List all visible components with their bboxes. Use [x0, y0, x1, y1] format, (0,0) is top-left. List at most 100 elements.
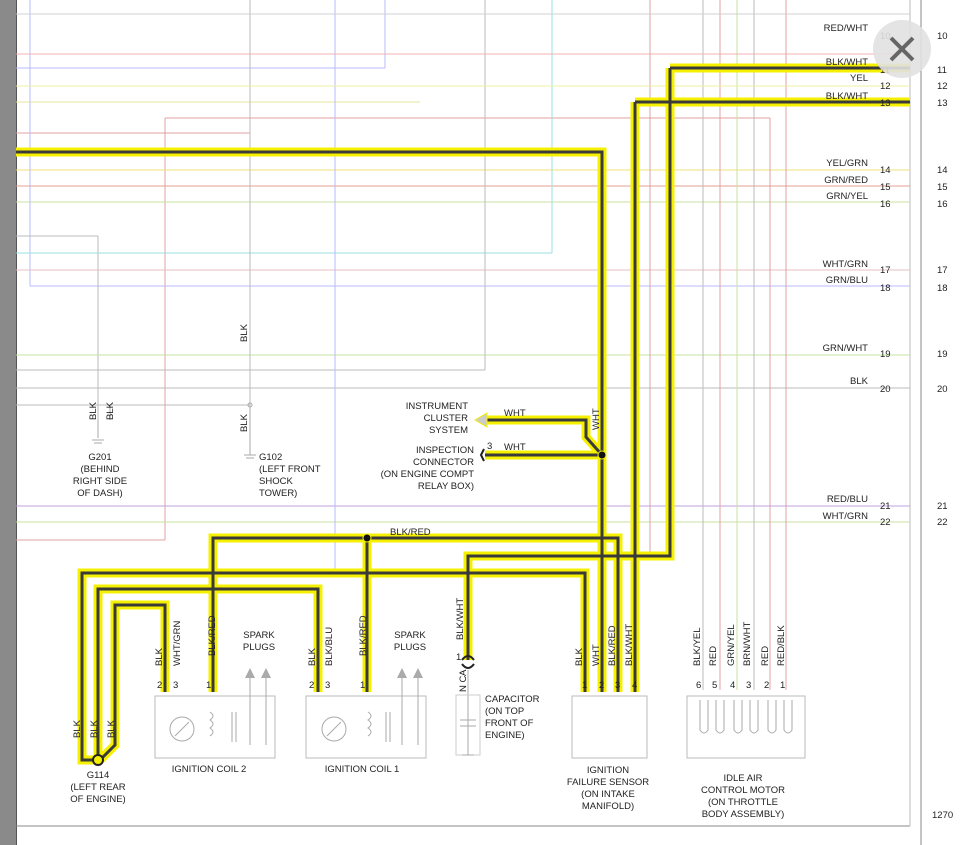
connector-pin-right: 12 [937, 81, 948, 92]
inspection-line4: RELAY BOX) [418, 481, 474, 492]
g201-loc1: (BEHIND [80, 464, 119, 475]
coil1-pin1: 2 [309, 680, 314, 691]
instrument-line2: CLUSTER [424, 413, 468, 424]
connector-pin-right: 13 [937, 98, 948, 109]
g102-wire-top: BLK [239, 323, 250, 342]
inspection-line3: (ON ENGINE COMPT [381, 469, 475, 480]
g114-wire-b: BLK [89, 719, 100, 738]
inspection-vert-wire: WHT [591, 408, 602, 430]
iac-pin: 5 [712, 680, 717, 691]
coil1-wire3: BLK/RED [358, 615, 369, 656]
connector-pin: 15 [880, 182, 891, 193]
iac-line2: CONTROL MOTOR [701, 785, 785, 796]
g201-wire-b: BLK [105, 401, 116, 420]
capacitor-pin: 1 [456, 652, 461, 663]
connector-pin-right: 18 [937, 283, 948, 294]
iac-pin: 3 [746, 680, 751, 691]
coil1-pin2: 3 [325, 680, 330, 691]
ignition-coil-1: BLK BLK/BLU BLK/RED 2 3 1 SPARK PLUGS IG… [305, 615, 427, 775]
connector-pin-right: 19 [937, 349, 948, 360]
wire-color-label: YEL/GRN [826, 158, 868, 169]
iac-pin: 2 [764, 680, 769, 691]
iac-wire-label: BRN/WHT [742, 621, 753, 666]
coil2-label: IGNITION COIL 2 [172, 764, 247, 775]
inspection-line2: CONNECTOR [413, 457, 474, 468]
connector-pin: 16 [880, 199, 891, 210]
connector-pin-right: 16 [937, 199, 948, 210]
wire-color-label: RED/WHT [824, 23, 869, 34]
iac-wire-label: BLK/YEL [692, 627, 703, 666]
ifs-wire-label: BLK/RED [607, 625, 618, 666]
coil1-spark1: SPARK [394, 630, 426, 641]
capacitor-line3: FRONT OF [485, 718, 534, 729]
coil2-pin3: 1 [206, 680, 211, 691]
ground-g114: BLK BLK BLK G114 (LEFT REAR OF ENGINE) [70, 719, 125, 805]
wire-color-label: RED/BLU [827, 494, 868, 505]
connector-pin-right: 14 [937, 165, 948, 176]
connector-pin-right: 11 [937, 65, 947, 76]
coil2-spark1: SPARK [243, 630, 275, 641]
iac-pin: 1 [780, 680, 785, 691]
instrument-line3: SYSTEM [429, 425, 468, 436]
capacitor-pin2: A [458, 669, 469, 676]
instrument-wire: WHT [504, 408, 526, 419]
background-wires [16, 0, 910, 690]
g114-wire-a: BLK [72, 719, 83, 738]
g114-loc2: OF ENGINE) [70, 794, 125, 805]
instrument-cluster: INSTRUMENT CLUSTER SYSTEM WHT [406, 401, 526, 436]
ifs-pin: 2 [599, 680, 604, 691]
ifs-line1: IGNITION [587, 765, 629, 776]
g102-loc3: TOWER) [259, 488, 297, 499]
wire-color-label: BLK [850, 376, 869, 387]
capacitor: BLK/WHT 1 N C A CAPACITOR (ON TOP FRONT … [455, 598, 540, 756]
wire-color-label: GRN/WHT [823, 343, 869, 354]
iac-line4: BODY ASSEMBLY) [702, 809, 785, 820]
capacitor-line4: ENGINE) [485, 730, 525, 741]
ignition-coil-2: BLK WHT/GRN BLK/RED 2 3 1 SPARK PLUGS IG… [154, 615, 276, 775]
wire-color-label: YEL [850, 73, 868, 84]
adjacent-page-strip [925, 0, 965, 845]
ifs-line2: FAILURE SENSOR [567, 777, 649, 788]
coil2-wire2: WHT/GRN [172, 620, 183, 666]
coil2-pin2: 3 [173, 680, 178, 691]
wire-color-label: BLK/WHT [826, 91, 868, 102]
iac-pin: 4 [730, 680, 735, 691]
close-button[interactable] [873, 20, 931, 78]
g114-loc1: (LEFT REAR [70, 782, 125, 793]
ifs-pin: 1 [582, 680, 587, 691]
g102-loc1: (LEFT FRONT [259, 464, 321, 475]
ifs-wire-label: WHT [591, 644, 602, 666]
capacitor-wire: BLK/WHT [455, 598, 466, 640]
inspection-line1: INSPECTION [416, 445, 474, 456]
ground-g201: BLK BLK G201 (BEHIND RIGHT SIDE OF DASH) [73, 401, 127, 499]
iac-wire-label: GRN/YEL [726, 624, 737, 666]
iac-line3: (ON THROTTLE [708, 797, 778, 808]
connector-pin-right: 15 [937, 182, 948, 193]
iac-wire-label: RED [708, 646, 719, 666]
ground-g102: BLK BLK G102 (LEFT FRONT SHOCK TOWER) [239, 323, 321, 499]
capacitor-nc: N C [458, 676, 469, 693]
connector-pin-right: 21 [937, 501, 948, 512]
connector-pin: 21 [880, 501, 891, 512]
ifs-pin: 3 [615, 680, 620, 691]
connector-pin: 13 [880, 98, 891, 109]
wire-color-label: WHT/GRN [823, 259, 869, 270]
g102-loc2: SHOCK [259, 476, 293, 487]
g102-wire: BLK [239, 413, 250, 432]
coil2-wire1: BLK [154, 647, 165, 666]
capacitor-line2: (ON TOP [485, 706, 524, 717]
highlighted-circuit [16, 63, 910, 766]
ifs-pin: 4 [632, 680, 637, 691]
connector-pin: 18 [880, 283, 891, 294]
ifs-wire-label: BLK [574, 647, 585, 666]
connector-pin: 20 [880, 384, 891, 395]
iac-wire-label: RED/BLK [776, 625, 787, 666]
connector-pin-right: 17 [937, 265, 948, 276]
inspection-connector: INSPECTION CONNECTOR (ON ENGINE COMPT RE… [381, 408, 602, 492]
coil2-wire3: BLK/RED [207, 615, 218, 656]
g201-name: G201 [88, 452, 111, 463]
wire-color-label: GRN/BLU [826, 275, 868, 286]
ifs-line3: (ON INTAKE [581, 789, 635, 800]
wire-color-label: BLK/WHT [826, 57, 868, 68]
